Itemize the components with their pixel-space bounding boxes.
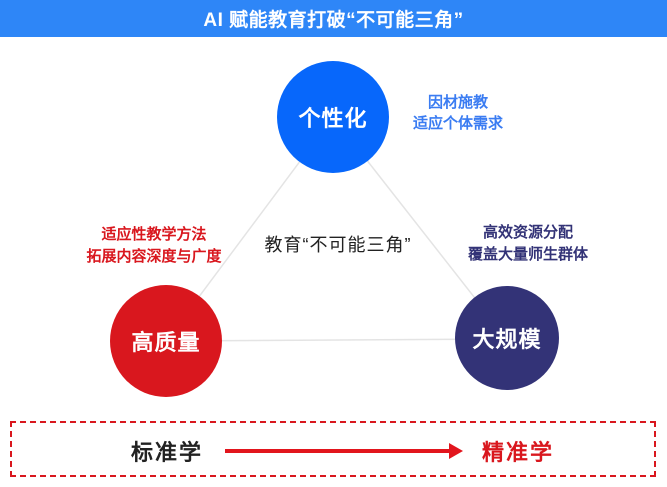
page-title: AI 赋能教育打破“不可能三角” <box>203 10 464 31</box>
annotation-high-quality: 适应性教学方法 拓展内容深度与广度 <box>86 224 221 268</box>
from-label: 标准学 <box>130 440 204 465</box>
node-large-scale: 大规模 <box>455 286 559 390</box>
annotation-personalization: 因材施教 适应个体需求 <box>413 92 503 134</box>
annotation-large-scale: 高效资源分配 覆盖大量师生群体 <box>468 222 588 266</box>
right-arrow-icon <box>449 443 463 459</box>
annotation-large-scale-line2: 覆盖大量师生群体 <box>467 246 589 263</box>
annotation-personalization-line2: 适应个体需求 <box>412 115 504 132</box>
annotation-high-quality-line1: 适应性教学方法 <box>101 226 207 243</box>
triangle-center-label: 教育“不可能三角” <box>264 235 412 255</box>
node-personalization-label: 个性化 <box>298 106 368 131</box>
node-high-quality: 高质量 <box>110 285 222 397</box>
annotation-high-quality-line2: 拓展内容深度与广度 <box>86 248 222 265</box>
node-personalization: 个性化 <box>277 61 389 173</box>
title-bar: AI 赋能教育打破“不可能三角” <box>0 0 667 37</box>
node-large-scale-label: 大规模 <box>472 327 542 352</box>
bottom-banner: 标准学 精准学 <box>10 421 656 477</box>
right-arrow-line <box>225 449 449 453</box>
annotation-large-scale-line1: 高效资源分配 <box>482 224 574 241</box>
node-high-quality-label: 高质量 <box>131 330 201 355</box>
to-label: 精准学 <box>481 440 555 465</box>
annotation-personalization-line1: 因材施教 <box>427 94 489 111</box>
